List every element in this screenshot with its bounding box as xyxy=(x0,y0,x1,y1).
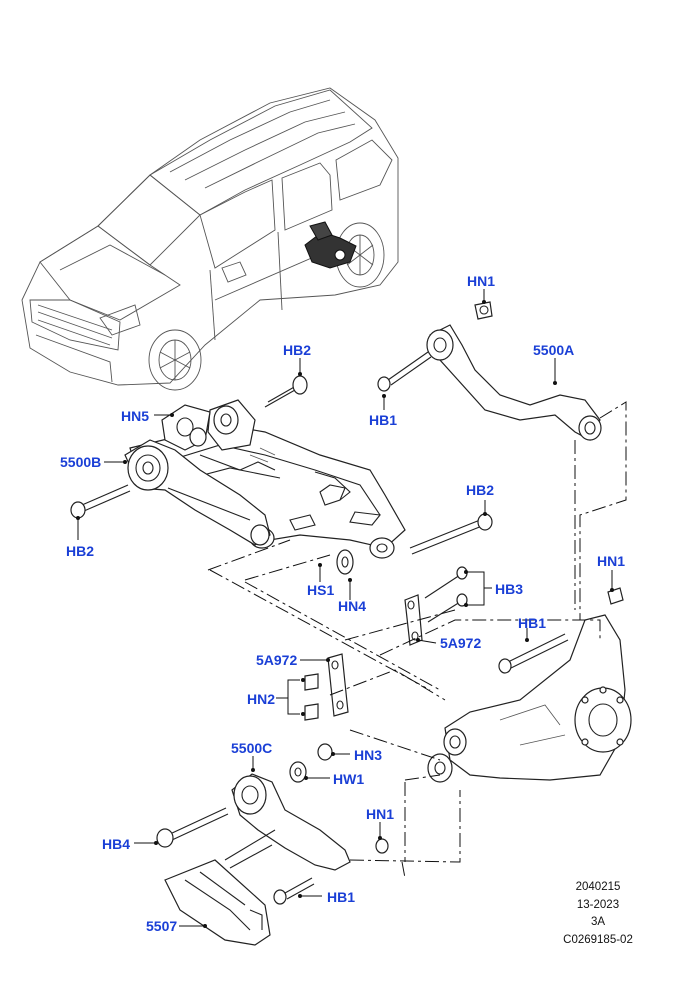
label-5500a: 5500A xyxy=(533,342,574,358)
bracket-hn5 xyxy=(161,404,211,451)
arm-5500b xyxy=(124,439,271,546)
label-hn5: HN5 xyxy=(121,408,149,424)
shield-5507 xyxy=(164,859,271,946)
label-hb1-lower: HB1 xyxy=(327,889,355,905)
leader-lines xyxy=(76,289,614,928)
bolt-hb2-right xyxy=(409,513,493,555)
reference-line-3: 3A xyxy=(591,916,605,928)
label-hb1-mid: HB1 xyxy=(518,615,546,631)
arm-5500a xyxy=(377,301,602,441)
label-hn4: HN4 xyxy=(338,598,366,614)
label-5507: 5507 xyxy=(146,918,177,934)
label-hb2-top: HB2 xyxy=(283,342,311,358)
label-5500b: 5500B xyxy=(60,454,101,470)
label-5a972-left: 5A972 xyxy=(256,652,297,668)
reference-line-1: 2040215 xyxy=(576,881,621,893)
bolt-hb2-left xyxy=(70,484,131,519)
vehicle-illustration xyxy=(21,87,399,391)
label-hb1-upper: HB1 xyxy=(369,412,397,428)
bolt-hb2-top xyxy=(264,375,308,408)
label-hn2: HN2 xyxy=(247,691,275,707)
label-hn3: HN3 xyxy=(354,747,382,763)
label-hb4: HB4 xyxy=(102,836,130,852)
label-hs1: HS1 xyxy=(307,582,334,598)
label-hb2-right: HB2 xyxy=(466,482,494,498)
reference-line-2: 13-2023 xyxy=(577,899,619,911)
label-hn1-top: HN1 xyxy=(467,273,495,289)
label-hw1: HW1 xyxy=(333,771,364,787)
reference-line-4: C0269185-02 xyxy=(563,934,633,946)
label-hn1-right: HN1 xyxy=(597,553,625,569)
label-hn1-lower: HN1 xyxy=(366,806,394,822)
arm-5500c xyxy=(156,743,389,905)
label-5500c: 5500C xyxy=(231,740,272,756)
links-5a972 xyxy=(304,566,468,721)
label-hb2-left: HB2 xyxy=(66,543,94,559)
knuckle-hub xyxy=(427,587,632,783)
assembly-lines xyxy=(207,401,627,879)
label-hb3: HB3 xyxy=(495,581,523,597)
label-5a972-right: 5A972 xyxy=(440,635,481,651)
